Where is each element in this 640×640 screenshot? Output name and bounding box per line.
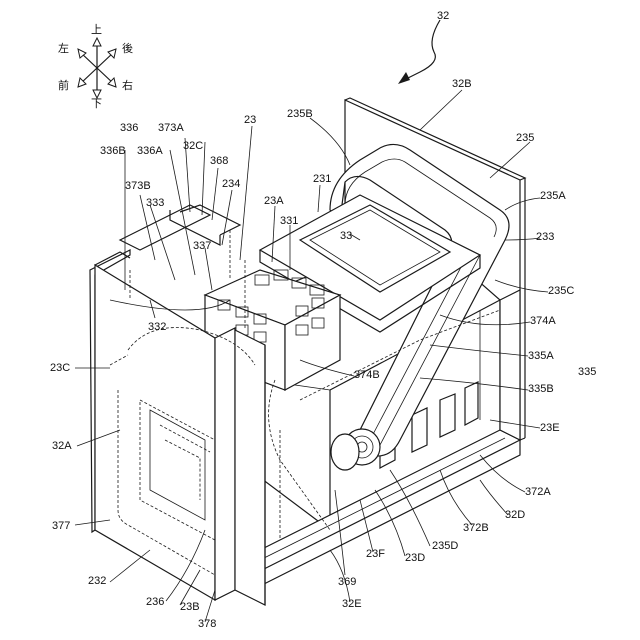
ref-235C: 235C: [548, 285, 574, 297]
ref-337: 337: [193, 240, 211, 252]
ref-234: 234: [222, 178, 240, 190]
ref-32B: 32B: [452, 78, 472, 90]
left-frame: [90, 205, 265, 605]
ref-336: 336: [120, 122, 138, 134]
ref-235: 235: [516, 132, 534, 144]
direction-rose: [78, 38, 116, 98]
ref-32A: 32A: [52, 440, 72, 452]
ref-236: 236: [146, 596, 164, 608]
ref-33: 33: [340, 230, 352, 242]
ref-373A: 373A: [158, 122, 184, 134]
ref-233: 233: [536, 231, 554, 243]
ref-23B: 23B: [180, 601, 200, 613]
ref-32: 32: [437, 10, 449, 22]
ref-23A: 23A: [264, 195, 284, 207]
ref-235B: 235B: [287, 108, 313, 120]
ref-32D: 32D: [505, 509, 525, 521]
direction-left-label: 左: [58, 43, 69, 55]
ref-368: 368: [210, 155, 228, 167]
ref-369: 369: [338, 576, 356, 588]
ref-372A: 372A: [525, 486, 551, 498]
direction-right-label: 右: [122, 80, 133, 92]
ref-332: 332: [148, 321, 166, 333]
ref-372B: 372B: [463, 522, 489, 534]
ref-235A: 235A: [540, 190, 566, 202]
ref-32E: 32E: [342, 598, 362, 610]
direction-up-label: 上: [91, 24, 102, 36]
ref-235D: 235D: [432, 540, 458, 552]
direction-front-label: 前: [58, 80, 69, 92]
direction-back-label: 後: [122, 43, 133, 55]
ref-374B: 374B: [354, 369, 380, 381]
ref-23: 23: [244, 114, 256, 126]
ref-336B: 336B: [100, 145, 126, 157]
ref-377: 377: [52, 520, 70, 532]
ref-231: 231: [313, 173, 331, 185]
ref-336A: 336A: [137, 145, 163, 157]
ref-23F: 23F: [366, 548, 385, 560]
ref-335: 335: [578, 366, 596, 378]
ref-374A: 374A: [530, 315, 556, 327]
ref-373B: 373B: [125, 180, 151, 192]
ref-335B: 335B: [528, 383, 554, 395]
ref-23C: 23C: [50, 362, 70, 374]
ref-23E: 23E: [540, 422, 560, 434]
ref-23D: 23D: [405, 552, 425, 564]
direction-down-label: 下: [91, 98, 102, 110]
ref-378: 378: [198, 618, 216, 630]
ref-335A: 335A: [528, 350, 554, 362]
ref-333: 333: [146, 197, 164, 209]
ref-331: 331: [280, 215, 298, 227]
ref-232: 232: [88, 575, 106, 587]
ref-32C: 32C: [183, 140, 203, 152]
